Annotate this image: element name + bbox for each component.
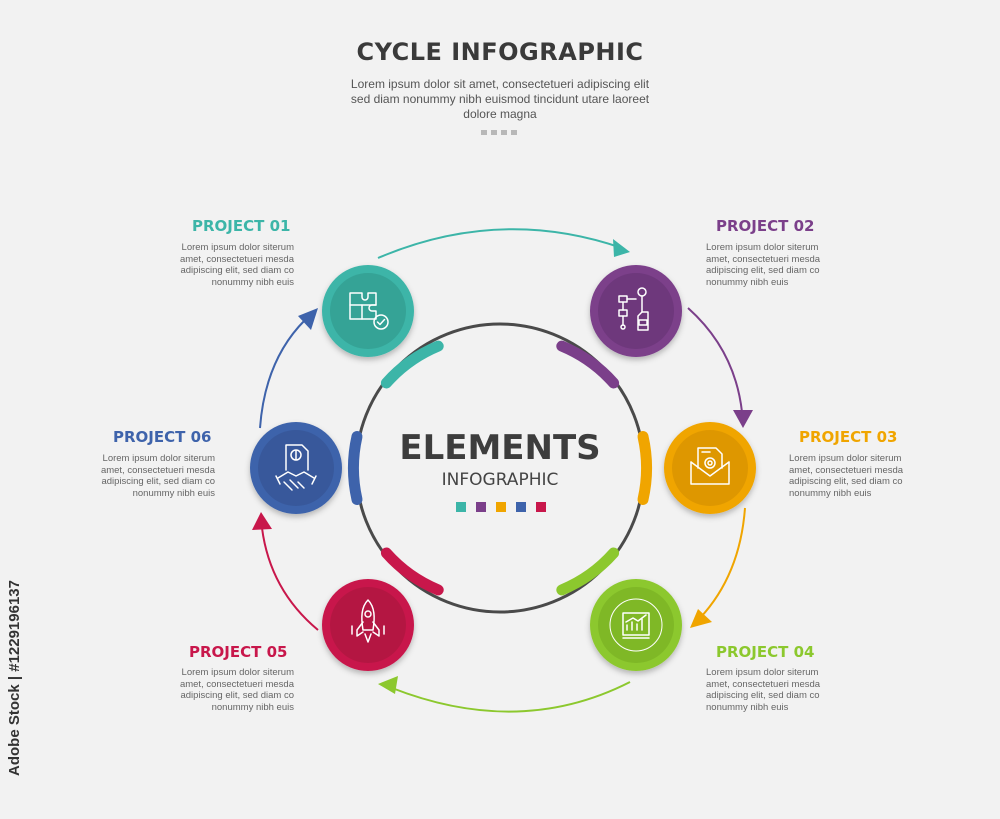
chart-screen-icon — [609, 598, 663, 652]
ring-segment-6 — [348, 431, 363, 505]
project-01-desc: Lorem ipsum dolor siterum amet, consecte… — [179, 242, 294, 288]
project-05-desc: Lorem ipsum dolor siterum amet, consecte… — [179, 667, 294, 713]
project-04-desc: Lorem ipsum dolor siterum amet, consecte… — [706, 667, 821, 713]
decorative-dots — [481, 130, 517, 135]
arrow-1-to-2 — [377, 228, 623, 259]
arrow-4-to-5 — [391, 681, 631, 713]
ring-segment-5 — [380, 547, 444, 596]
ring-segment-1 — [380, 340, 444, 389]
arrow-2-to-3 — [687, 307, 743, 413]
node-4 — [590, 579, 682, 671]
color-square-2 — [476, 502, 486, 512]
project-03-desc: Lorem ipsum dolor siterum amet, consecte… — [789, 453, 904, 499]
rocket-icon — [351, 599, 385, 643]
color-square-3 — [496, 502, 506, 512]
color-square-4 — [516, 502, 526, 512]
robot-hand-icon — [618, 287, 649, 331]
node-2 — [590, 265, 682, 357]
project-03-title: PROJECT 03 — [799, 428, 898, 446]
project-06-title: PROJECT 06 — [113, 428, 212, 446]
project-06-desc: Lorem ipsum dolor siterum amet, consecte… — [100, 453, 215, 499]
arrow-head-3 — [690, 609, 712, 628]
arrow-3-to-4 — [699, 507, 746, 619]
envelope-gear-icon — [690, 447, 730, 485]
arrow-5-to-6 — [261, 527, 319, 631]
project-02-desc: Lorem ipsum dolor siterum amet, consecte… — [706, 242, 821, 288]
arrow-head-2 — [733, 410, 753, 428]
node-5 — [322, 579, 414, 671]
center-title: ELEMENTS — [399, 428, 601, 468]
puzzle-icon — [349, 292, 389, 330]
node-6 — [250, 422, 342, 514]
ring-segment-4 — [556, 547, 620, 596]
ring-segment-2 — [556, 340, 620, 389]
page-subtitle: Lorem ipsum dolor sit amet, consectetuer… — [350, 77, 650, 121]
project-01-title: PROJECT 01 — [192, 217, 291, 235]
arrow-head-4 — [378, 676, 398, 694]
center-subtitle: INFOGRAPHIC — [441, 470, 559, 490]
ring-segment-3 — [637, 431, 652, 505]
project-02-title: PROJECT 02 — [716, 217, 815, 235]
arrow-head-5 — [252, 512, 272, 530]
project-05-title: PROJECT 05 — [189, 643, 288, 661]
node-1 — [322, 265, 414, 357]
arrow-head-1 — [613, 239, 630, 257]
arrow-head-6 — [298, 308, 318, 330]
arrow-6-to-1 — [259, 319, 306, 429]
watermark-text: Adobe Stock | #1229196137 — [6, 580, 23, 776]
page-title: CYCLE INFOGRAPHIC — [356, 38, 644, 66]
color-square-5 — [536, 502, 546, 512]
handshake-document-icon — [275, 444, 317, 491]
color-square-1 — [456, 502, 466, 512]
project-04-title: PROJECT 04 — [716, 643, 815, 661]
